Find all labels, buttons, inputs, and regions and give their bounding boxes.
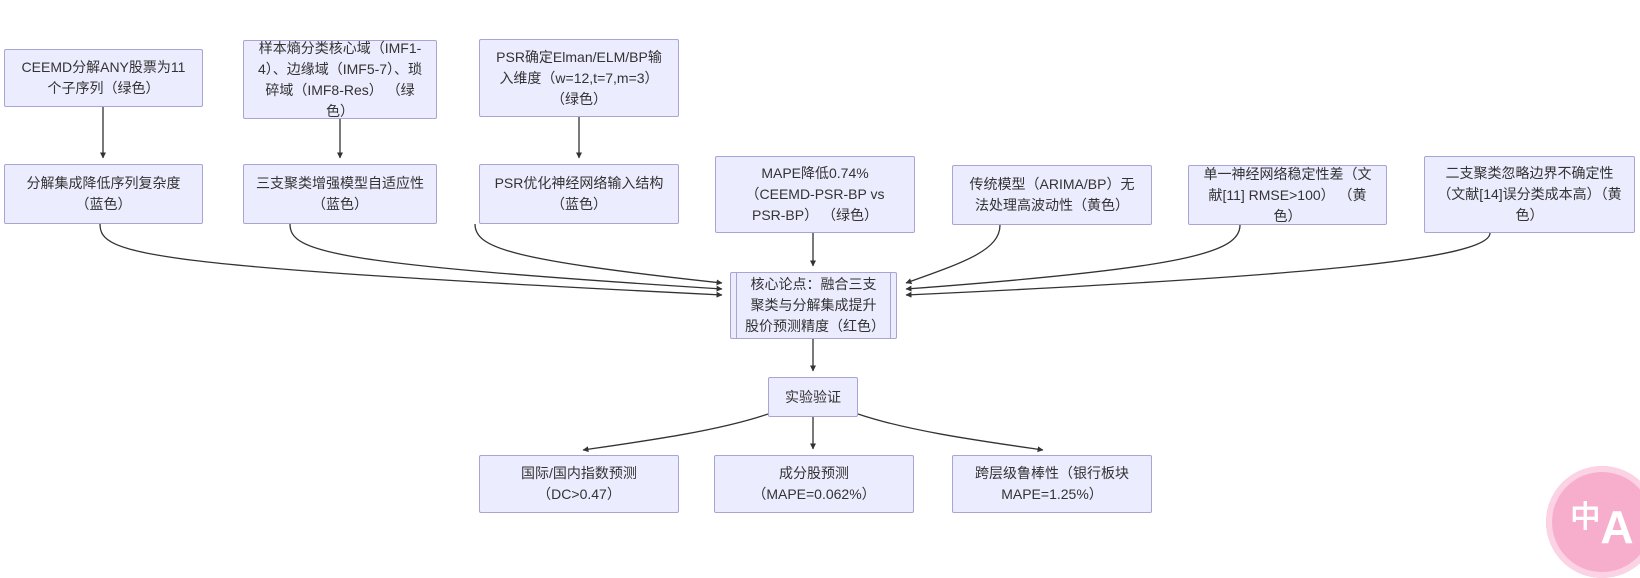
node-label: CEEMD分解ANY股票为11个子序列（绿色） xyxy=(21,59,186,96)
node-experiment-validation: 实验验证 xyxy=(768,377,858,417)
translate-button[interactable]: 中 A xyxy=(1546,466,1640,578)
node-psr-input: PSR确定Elman/ELM/BP输入维度（w=12,t=7,m=3） （绿色） xyxy=(479,39,679,117)
node-three-way-benefit: 三支聚类增强模型自适应性（蓝色） xyxy=(243,164,437,224)
node-traditional-limitation: 传统模型（ARIMA/BP）无法处理高波动性（黄色） xyxy=(952,165,1152,225)
node-label: 成分股预测（MAPE=0.062%） xyxy=(752,465,876,502)
node-label: 跨层级鲁棒性（银行板块MAPE=1.25%） xyxy=(975,465,1129,502)
edge-experiment-to-robustness xyxy=(857,413,1044,453)
node-index-prediction: 国际/国内指数预测（DC>0.47） xyxy=(479,455,679,513)
node-psr-benefit: PSR优化神经网络输入结构（蓝色） xyxy=(479,164,679,224)
node-ceemd: CEEMD分解ANY股票为11个子序列（绿色） xyxy=(4,49,203,107)
node-sample-entropy: 样本熵分类核心域（IMF1-4）、边缘域（IMF5-7）、琐碎域（IMF8-Re… xyxy=(243,40,437,119)
node-two-way-limitation: 二支聚类忽略边界不确定性（文献[14]误分类成本高）（黄色） xyxy=(1424,156,1635,233)
node-label: 三支聚类增强模型自适应性（蓝色） xyxy=(256,175,424,212)
edge-decomp-to-core xyxy=(99,223,723,298)
node-core-thesis: 核心论点：融合三支聚类与分解集成提升股价预测精度（红色） xyxy=(730,272,897,339)
node-label: MAPE降低0.74%（CEEMD-PSR-BP vs PSR-BP） （绿色） xyxy=(745,165,885,223)
node-label: 样本熵分类核心域（IMF1-4）、边缘域（IMF5-7）、琐碎域（IMF8-Re… xyxy=(257,39,423,119)
edge-experiment-to-index xyxy=(582,413,769,453)
node-label: PSR确定Elman/ELM/BP输入维度（w=12,t=7,m=3） （绿色） xyxy=(496,48,662,107)
edge-threeway-to-core xyxy=(289,223,723,292)
node-single-nn-limitation: 单一神经网络稳定性差（文献[11] RMSE>100） （黄色） xyxy=(1188,165,1387,225)
node-label: 核心论点：融合三支聚类与分解集成提升股价预测精度（红色） xyxy=(745,276,885,334)
node-label: 国际/国内指数预测（DC>0.47） xyxy=(521,465,637,502)
edge-traditional-to-core xyxy=(905,224,1001,284)
edge-twoway-to-core xyxy=(905,232,1491,298)
node-constituent-prediction: 成分股预测（MAPE=0.062%） xyxy=(714,455,914,513)
edge-singlenn-to-core xyxy=(905,224,1241,292)
translate-zh-glyph: 中 xyxy=(1570,501,1601,534)
translate-en-glyph: A xyxy=(1600,501,1634,553)
node-mape-evidence: MAPE降低0.74%（CEEMD-PSR-BP vs PSR-BP） （绿色） xyxy=(715,156,915,233)
node-label: 二支聚类忽略边界不确定性（文献[14]误分类成本高）（黄色） xyxy=(1437,165,1622,223)
node-robustness: 跨层级鲁棒性（银行板块MAPE=1.25%） xyxy=(952,455,1152,513)
node-label: 单一神经网络稳定性差（文献[11] RMSE>100） （黄色） xyxy=(1203,165,1372,224)
edge-psropt-to-core xyxy=(474,223,723,286)
node-label: 实验验证 xyxy=(785,388,841,405)
node-label: PSR优化神经网络输入结构（蓝色） xyxy=(494,175,664,212)
node-decomp-benefit: 分解集成降低序列复杂度（蓝色） xyxy=(4,164,203,224)
node-label: 传统模型（ARIMA/BP）无法处理高波动性（黄色） xyxy=(969,176,1135,213)
node-label: 分解集成降低序列复杂度（蓝色） xyxy=(26,175,181,212)
